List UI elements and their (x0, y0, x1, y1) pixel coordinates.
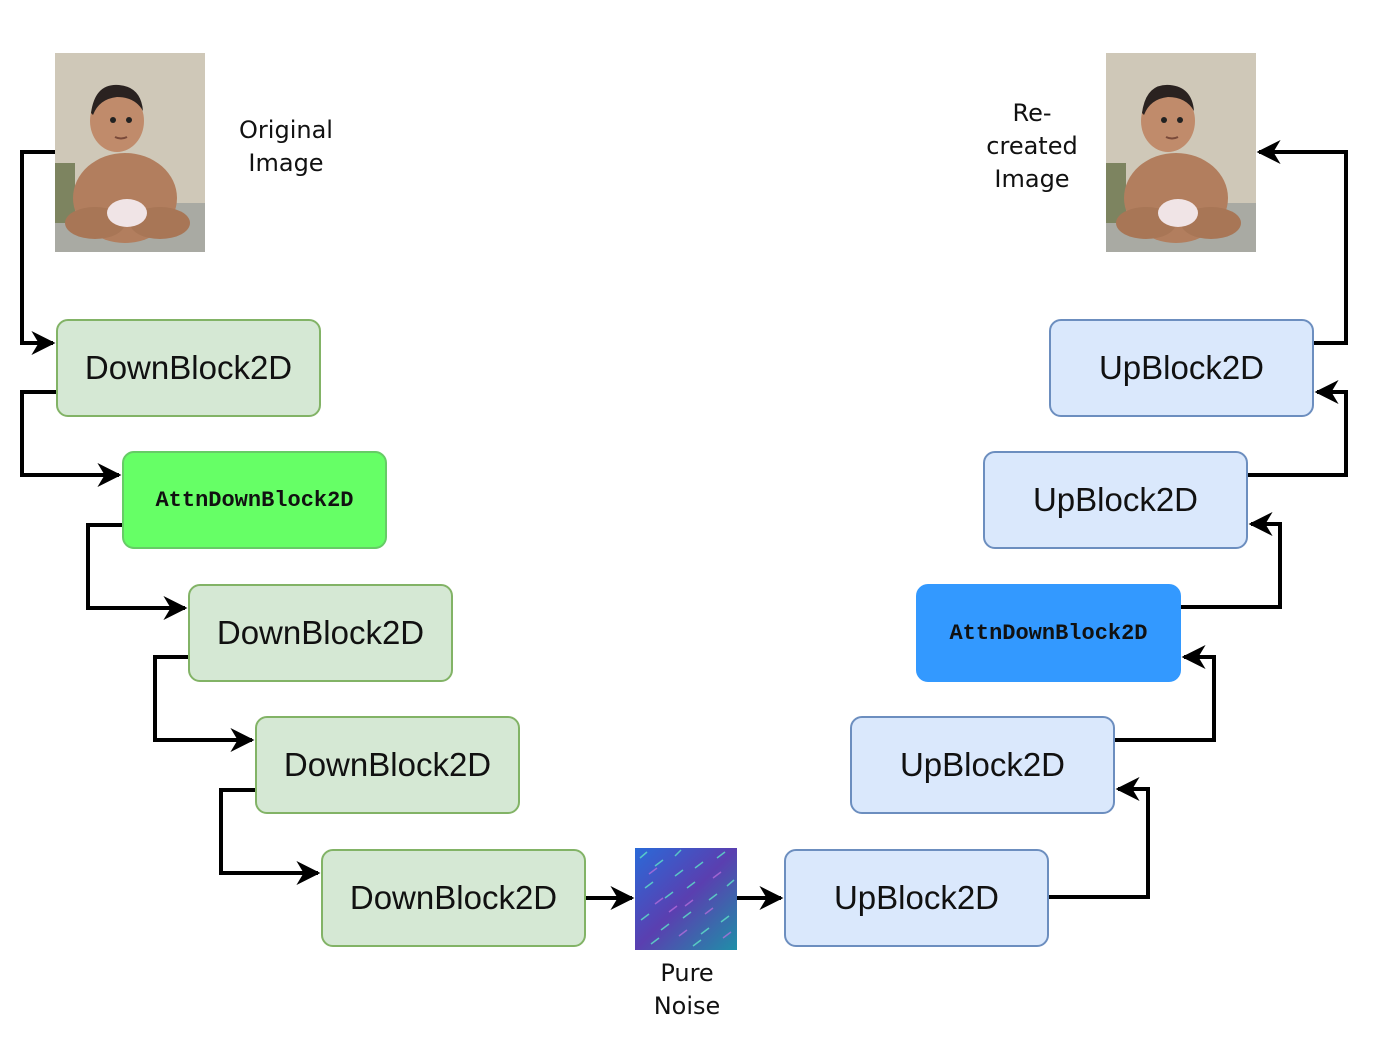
original-image-caption: Original Image (226, 114, 346, 180)
caption-line: Noise (653, 992, 721, 1020)
arrow-up1-to-recreated (1256, 140, 1348, 345)
decoder-attn-block: AttnDownBlock2D (916, 584, 1181, 682)
block-label: DownBlock2D (216, 614, 425, 651)
caption-line: Image (248, 149, 324, 177)
pure-noise-caption: Pure Noise (627, 957, 747, 1023)
arrow-up2-to-up1 (1248, 380, 1348, 477)
block-label: DownBlock2D (349, 879, 558, 916)
arrow-down3-to-down4 (153, 655, 255, 752)
arrow-up4-to-attn (1115, 645, 1216, 742)
block-label: AttnDownBlock2D (949, 620, 1148, 646)
arrow-down1-to-attn (20, 390, 122, 487)
block-label: UpBlock2D (1032, 481, 1199, 518)
caption-line: Pure (660, 959, 714, 987)
arrow-attn-to-up2 (1181, 512, 1282, 609)
caption-line: Image (994, 165, 1070, 193)
block-label: DownBlock2D (84, 349, 293, 386)
encoder-block-4: DownBlock2D (255, 716, 520, 814)
block-label: UpBlock2D (1098, 349, 1265, 386)
arrow-original-to-down1 (20, 150, 56, 355)
caption-line: created (986, 132, 1078, 160)
arrow-attn-to-down3 (86, 523, 188, 620)
caption-line: Original (239, 116, 333, 144)
caption-line: Re- (1012, 99, 1052, 127)
recreated-image-caption: Re- created Image (972, 97, 1092, 196)
block-label: AttnDownBlock2D (155, 487, 354, 513)
encoder-block-5: DownBlock2D (321, 849, 586, 947)
decoder-block-5: UpBlock2D (784, 849, 1049, 947)
block-label: UpBlock2D (899, 746, 1066, 783)
encoder-block-1: DownBlock2D (56, 319, 321, 417)
pure-noise-image (635, 848, 737, 950)
encoder-attn-block: AttnDownBlock2D (122, 451, 387, 549)
decoder-block-4: UpBlock2D (850, 716, 1115, 814)
block-label: DownBlock2D (283, 746, 492, 783)
block-label: UpBlock2D (833, 879, 1000, 916)
decoder-block-2: UpBlock2D (983, 451, 1248, 549)
arrow-down4-to-down5 (219, 788, 321, 885)
decoder-block-1: UpBlock2D (1049, 319, 1314, 417)
encoder-block-3: DownBlock2D (188, 584, 453, 682)
original-image (55, 53, 205, 252)
recreated-image (1106, 53, 1256, 252)
arrow-up5-to-up4 (1049, 777, 1150, 899)
